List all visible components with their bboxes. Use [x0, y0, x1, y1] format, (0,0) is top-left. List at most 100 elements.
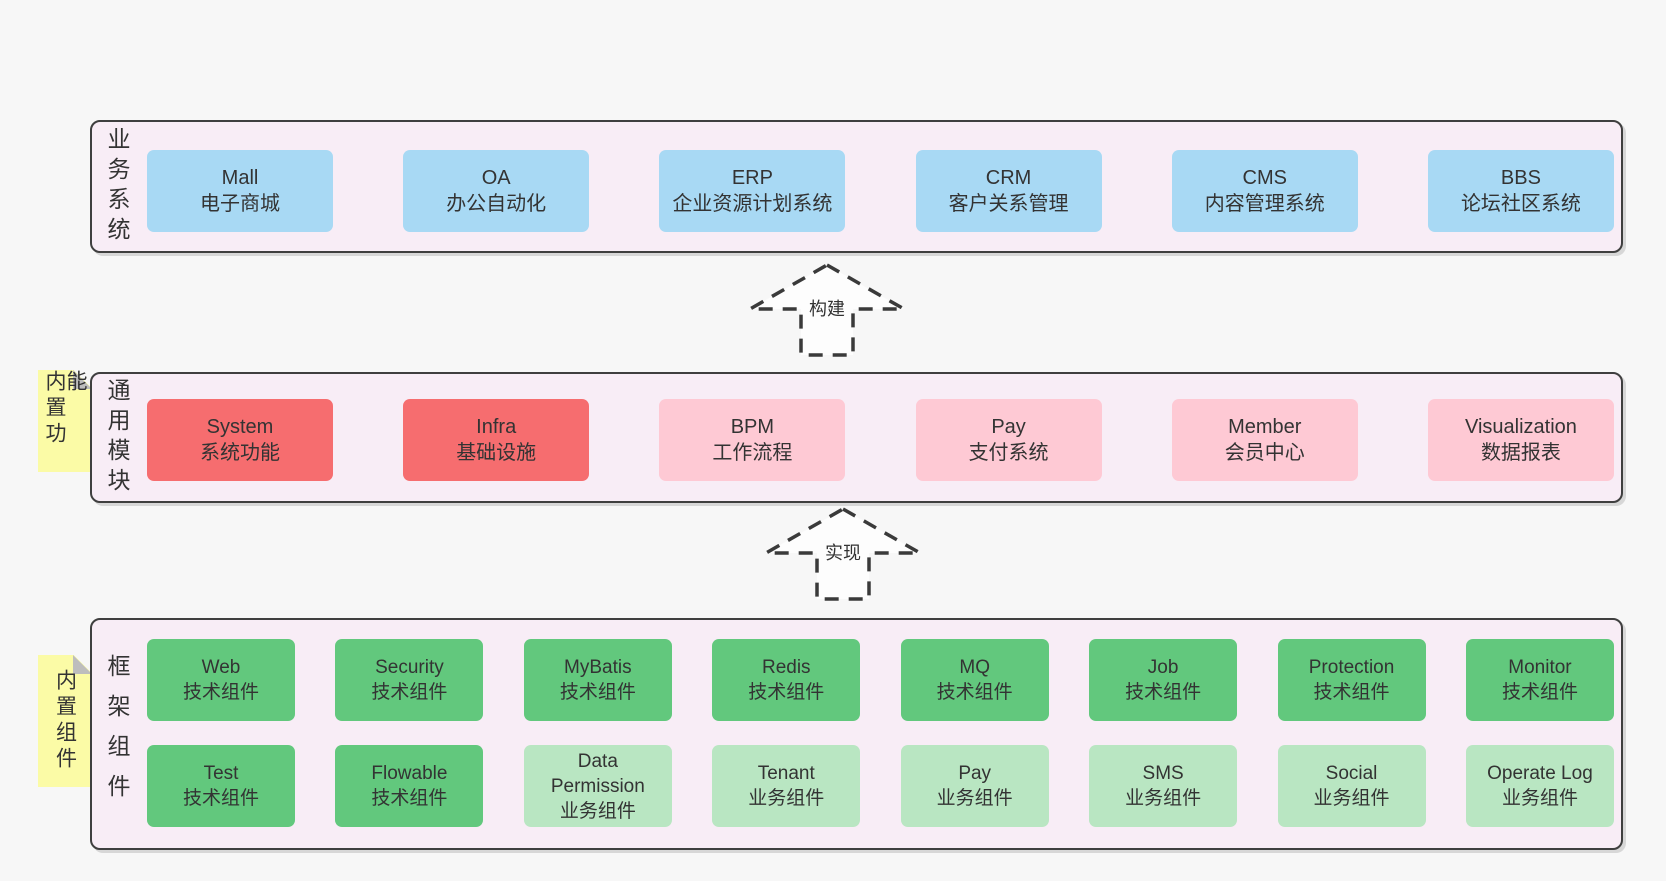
box-system: System 系统功能: [147, 399, 333, 481]
build-arrow: 构建: [744, 262, 910, 358]
box-title: Job: [1147, 657, 1179, 678]
box-title: Infra: [476, 416, 517, 438]
box-title: Visualization: [1464, 416, 1577, 438]
build-arrow-label: 构建: [806, 295, 848, 321]
box-title: Flowable: [371, 763, 448, 784]
box-member: Member 会员中心: [1171, 399, 1358, 481]
box-title: Monitor: [1508, 657, 1572, 678]
box-title: CRM: [985, 167, 1032, 189]
box-crm: CRM 客户关系管理: [915, 150, 1102, 232]
modules-box-row: System 系统功能 Infra 基础设施 BPM 工作流程 Pay 支付系统…: [147, 399, 1614, 481]
band-label-common-modules: 通用模块: [104, 377, 130, 498]
box-pay: Pay 支付系统: [915, 399, 1102, 481]
box-sms: SMS 业务组件: [1089, 745, 1238, 827]
band-business-systems: 业务系统 Mall 电子商城 OA 办公自动化 ERP 企业资源计划系统 CRM…: [90, 120, 1623, 253]
box-title: BBS: [1500, 167, 1541, 189]
box-visualization: Visualization 数据报表: [1427, 399, 1614, 481]
box-title: SMS: [1142, 763, 1184, 784]
box-subtitle: 业务组件: [1125, 788, 1202, 809]
box-subtitle: 内容管理系统: [1204, 193, 1325, 215]
box-cms: CMS 内容管理系统: [1171, 150, 1358, 232]
box-title: Member: [1228, 416, 1302, 438]
box-title: ERP: [731, 167, 773, 189]
box-protection: Protection 技术组件: [1277, 639, 1426, 721]
box-subtitle: 技术组件: [182, 682, 259, 703]
box-subtitle: 技术组件: [1125, 682, 1202, 703]
box-subtitle: 论坛社区系统: [1460, 193, 1581, 215]
box-title: Web: [201, 657, 241, 678]
box-subtitle: 客户关系管理: [948, 193, 1069, 215]
band-framework-components: 框架组件 Web 技术组件 Security 技术组件 MyBatis 技术组件…: [90, 618, 1623, 850]
box-title: BPM: [730, 416, 775, 438]
framework-box-row-1: Web 技术组件 Security 技术组件 MyBatis 技术组件 Redi…: [147, 639, 1614, 721]
box-subtitle: 技术组件: [371, 682, 448, 703]
box-web: Web 技术组件: [147, 639, 295, 721]
box-subtitle: 系统功能: [200, 442, 280, 464]
box-monitor: Monitor 技术组件: [1465, 639, 1614, 721]
box-title: Redis: [761, 657, 811, 678]
box-mall: Mall 电子商城: [147, 150, 333, 232]
box-title: Tenant: [757, 763, 815, 784]
box-subtitle: 企业资源计划系统: [672, 193, 833, 215]
box-subtitle: 业务组件: [1313, 788, 1390, 809]
box-title: Pay: [991, 416, 1026, 438]
box-subtitle: 工作流程: [712, 442, 793, 464]
box-title: Social: [1325, 763, 1378, 784]
box-subtitle: 办公自动化: [446, 193, 547, 215]
implement-arrow-label: 实现: [822, 539, 864, 565]
framework-box-row-2: Test 技术组件 Flowable 技术组件 Data Permission …: [147, 745, 1614, 827]
box-title: Data Permission: [550, 750, 645, 797]
box-subtitle: 技术组件: [748, 682, 825, 703]
box-bpm: BPM 工作流程: [659, 399, 846, 481]
box-operate-log: Operate Log 业务组件: [1465, 745, 1614, 827]
box-title: MQ: [959, 657, 990, 678]
box-subtitle: 技术组件: [1313, 682, 1390, 703]
box-security: Security 技术组件: [335, 639, 484, 721]
box-subtitle: 基础设施: [456, 442, 537, 464]
sticky-note-label: 内置组件: [53, 669, 77, 773]
box-mybatis: MyBatis 技术组件: [523, 639, 672, 721]
box-title: Security: [375, 657, 444, 678]
box-title: Operate Log: [1487, 763, 1593, 784]
box-subtitle: 业务组件: [748, 788, 825, 809]
box-subtitle: 业务组件: [559, 800, 636, 822]
box-social: Social 业务组件: [1277, 745, 1426, 827]
box-title: Mall: [221, 167, 259, 189]
box-title: System: [206, 416, 274, 438]
box-subtitle: 电子商城: [200, 193, 280, 215]
box-subtitle: 技术组件: [371, 788, 448, 809]
box-title: Test: [203, 763, 239, 784]
box-subtitle: 技术组件: [182, 788, 259, 809]
box-title: CMS: [1242, 167, 1287, 189]
box-title: Protection: [1308, 657, 1395, 678]
box-subtitle: 会员中心: [1224, 442, 1305, 464]
sticky-note-builtin-components: 内置组件: [38, 655, 92, 787]
box-job: Job 技术组件: [1089, 639, 1238, 721]
box-oa: OA 办公自动化: [403, 150, 590, 232]
box-mq: MQ 技术组件: [900, 639, 1049, 721]
band-label-business-systems: 业务系统: [104, 126, 130, 247]
box-bbs: BBS 论坛社区系统: [1427, 150, 1614, 232]
box-flowable: Flowable 技术组件: [335, 745, 484, 827]
box-redis: Redis 技术组件: [712, 639, 861, 721]
box-pay-component: Pay 业务组件: [900, 745, 1049, 827]
box-subtitle: 业务组件: [936, 788, 1013, 809]
box-infra: Infra 基础设施: [403, 399, 590, 481]
sticky-note-builtin-features: 内置功能: [38, 370, 92, 472]
box-title: Pay: [958, 763, 992, 784]
implement-arrow: 实现: [760, 506, 926, 602]
box-subtitle: 数据报表: [1480, 442, 1561, 464]
box-tenant: Tenant 业务组件: [712, 745, 861, 827]
box-subtitle: 业务组件: [1501, 788, 1578, 809]
box-subtitle: 技术组件: [936, 682, 1013, 703]
box-title: OA: [481, 167, 511, 189]
band-label-framework-components: 框架组件: [104, 654, 130, 814]
box-subtitle: 技术组件: [1501, 682, 1578, 703]
box-subtitle: 支付系统: [968, 442, 1049, 464]
box-subtitle: 技术组件: [559, 682, 636, 703]
box-data-permission: Data Permission 业务组件: [523, 745, 672, 827]
box-title: MyBatis: [564, 657, 632, 678]
box-erp: ERP 企业资源计划系统: [659, 150, 846, 232]
box-test: Test 技术组件: [147, 745, 295, 827]
